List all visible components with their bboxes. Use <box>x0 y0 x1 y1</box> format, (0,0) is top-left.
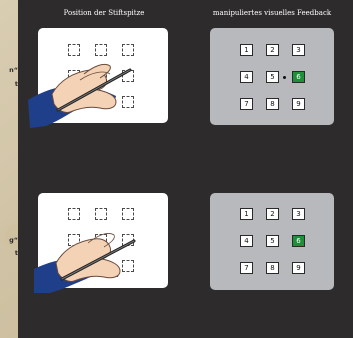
left-column-title: Position der Stiftspitze <box>64 9 145 17</box>
feedback-keypad-bottom: 1 2 3 4 5 6 7 8 9 <box>210 193 334 290</box>
key-3: 3 <box>292 44 305 56</box>
key-2: 2 <box>266 44 279 56</box>
key-6-highlighted: 6 <box>292 71 305 83</box>
left-caption-strip: n“ t g“ t <box>0 0 18 338</box>
key-3: 3 <box>292 208 305 220</box>
side-label-bottom-2: t <box>0 249 18 257</box>
key-2: 2 <box>266 208 279 220</box>
key-5: 5 <box>266 235 279 247</box>
key-7: 7 <box>240 98 253 110</box>
key-8: 8 <box>266 262 279 274</box>
right-column-title: manipuliertes visuelles Feedback <box>213 9 331 17</box>
key-1: 1 <box>240 44 253 56</box>
key-7: 7 <box>240 262 253 274</box>
key-6-highlighted: 6 <box>292 235 305 247</box>
key-4: 4 <box>240 71 253 83</box>
figure-panel: Position der Stiftspitze manipuliertes v… <box>18 0 353 338</box>
side-label-top-1: n“ <box>0 66 18 74</box>
side-label-top-2: t <box>0 80 18 88</box>
feedback-keypad-top: 1 2 3 4 5 6 7 8 9 <box>210 28 334 125</box>
side-label-bottom-1: g“ <box>0 236 18 244</box>
hand-with-pen-icon <box>24 40 134 130</box>
key-9: 9 <box>292 98 305 110</box>
hand-with-pen-icon <box>30 205 140 295</box>
key-5: 5 <box>266 71 279 83</box>
key-8: 8 <box>266 98 279 110</box>
key-9: 9 <box>292 262 305 274</box>
pen-dot-marker <box>283 76 286 79</box>
key-1: 1 <box>240 208 253 220</box>
key-4: 4 <box>240 235 253 247</box>
